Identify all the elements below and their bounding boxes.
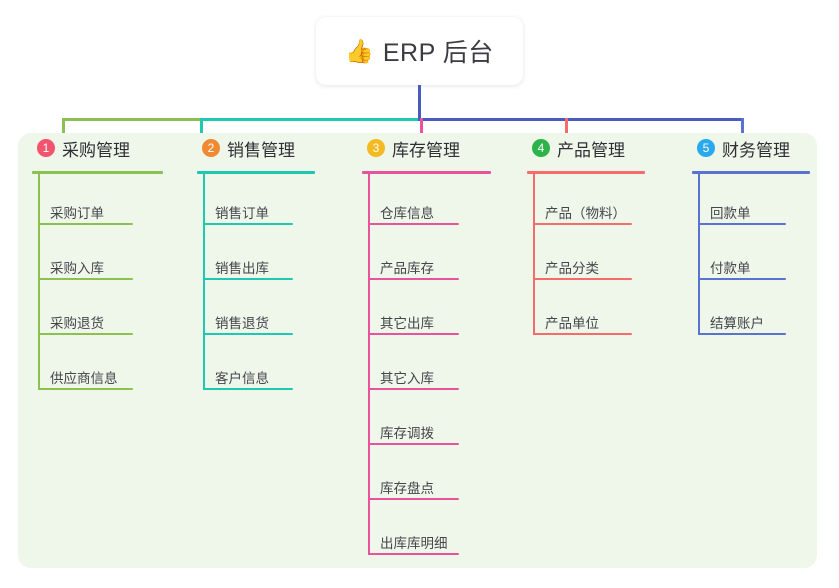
column-badge-4-icon: 4 <box>532 139 550 157</box>
root-node-title: ERP 后台 <box>382 39 494 67</box>
item-underline <box>203 388 293 390</box>
column-title: 产品管理 <box>557 140 625 160</box>
list-item[interactable]: 产品（物料） <box>545 206 626 221</box>
list-item[interactable]: 仓库信息 <box>380 206 434 221</box>
branch-column-销售管理[interactable]: 2 销售管理销售订单销售出库销售退货客户信息 <box>183 133 345 390</box>
list-item[interactable]: 供应商信息 <box>50 371 118 386</box>
column-stem <box>533 174 535 335</box>
column-header-5[interactable]: 5 财务管理 <box>678 133 817 163</box>
branch-column-财务管理[interactable]: 5 财务管理回款单付款单结算账户 <box>678 133 817 335</box>
list-item[interactable]: 库存调拨 <box>380 426 434 441</box>
thumbs-up-icon: 👍 <box>345 37 374 64</box>
item-underline <box>368 223 459 225</box>
column-header-1[interactable]: 1 采购管理 <box>18 133 180 163</box>
column-header-3[interactable]: 3 库存管理 <box>348 133 510 163</box>
column-header-underline <box>362 171 491 174</box>
item-underline <box>533 333 632 335</box>
item-underline <box>698 278 786 280</box>
column-stem <box>698 174 700 335</box>
column-header-4[interactable]: 4 产品管理 <box>513 133 675 163</box>
column-header-underline <box>692 171 810 174</box>
column-stem <box>38 174 40 390</box>
item-underline <box>203 333 293 335</box>
bus-segment-2 <box>200 118 418 121</box>
list-item[interactable]: 其它出库 <box>380 316 434 331</box>
item-underline <box>38 223 133 225</box>
list-item[interactable]: 采购退货 <box>50 316 104 331</box>
list-item[interactable]: 采购入库 <box>50 261 104 276</box>
list-item[interactable]: 出库库明细 <box>380 536 448 551</box>
column-header-underline <box>32 171 163 174</box>
list-item[interactable]: 库存盘点 <box>380 481 434 496</box>
item-underline <box>368 498 459 500</box>
column-badge-3-icon: 3 <box>367 139 385 157</box>
item-underline <box>698 333 786 335</box>
bus-segment-3 <box>418 118 744 121</box>
root-drop-line <box>418 85 421 121</box>
list-item[interactable]: 采购订单 <box>50 206 104 221</box>
list-item[interactable]: 结算账户 <box>710 316 764 331</box>
column-stem <box>203 174 205 390</box>
item-underline <box>533 223 632 225</box>
item-underline <box>533 278 632 280</box>
item-underline <box>203 223 293 225</box>
column-title: 库存管理 <box>392 140 460 160</box>
list-item[interactable]: 销售退货 <box>215 316 269 331</box>
column-badge-1-icon: 1 <box>37 139 55 157</box>
column-header-2[interactable]: 2 销售管理 <box>183 133 345 163</box>
branch-column-库存管理[interactable]: 3 库存管理仓库信息产品库存其它出库其它入库库存调拨库存盘点出库库明细 <box>348 133 510 555</box>
item-underline <box>38 388 133 390</box>
list-item[interactable]: 产品单位 <box>545 316 599 331</box>
list-item[interactable]: 其它入库 <box>380 371 434 386</box>
branch-panel: 1 采购管理采购订单采购入库采购退货供应商信息 2 销售管理销售订单销售出库销售退货客… <box>18 133 817 568</box>
item-underline <box>203 278 293 280</box>
column-header-underline <box>197 171 315 174</box>
list-item[interactable]: 销售出库 <box>215 261 269 276</box>
item-underline <box>368 388 459 390</box>
column-stem <box>368 174 370 555</box>
item-underline <box>38 333 133 335</box>
list-item[interactable]: 销售订单 <box>215 206 269 221</box>
item-underline <box>368 553 459 555</box>
bus-segment-1 <box>62 118 203 121</box>
list-item[interactable]: 产品库存 <box>380 261 434 276</box>
list-item[interactable]: 回款单 <box>710 206 751 221</box>
column-header-underline <box>527 171 645 174</box>
column-title: 采购管理 <box>62 140 130 160</box>
item-underline <box>38 278 133 280</box>
root-node-erp-backend[interactable]: 👍 ERP 后台 <box>316 17 523 85</box>
branch-column-采购管理[interactable]: 1 采购管理采购订单采购入库采购退货供应商信息 <box>18 133 180 390</box>
column-badge-5-icon: 5 <box>697 139 715 157</box>
column-title: 财务管理 <box>722 140 790 160</box>
column-title: 销售管理 <box>227 140 295 160</box>
list-item[interactable]: 客户信息 <box>215 371 269 386</box>
item-underline <box>698 223 786 225</box>
item-underline <box>368 333 459 335</box>
list-item[interactable]: 付款单 <box>710 261 751 276</box>
list-item[interactable]: 产品分类 <box>545 261 599 276</box>
item-underline <box>368 278 459 280</box>
column-badge-2-icon: 2 <box>202 139 220 157</box>
branch-column-产品管理[interactable]: 4 产品管理产品（物料） 产品分类产品单位 <box>513 133 675 335</box>
item-underline <box>368 443 459 445</box>
